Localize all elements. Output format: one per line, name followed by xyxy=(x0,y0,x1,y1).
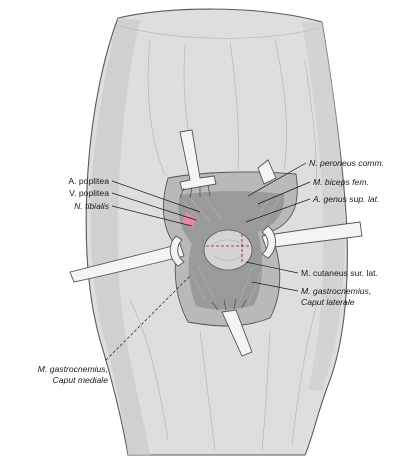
label-a-poplitea: A. poplitea xyxy=(68,176,109,186)
calf-contour-3 xyxy=(261,329,271,451)
leader-gastro-lateral xyxy=(251,281,299,292)
retractor-right-curve xyxy=(261,225,276,259)
retractor-top-prongs xyxy=(179,184,211,199)
retractor-bottom-prongs xyxy=(211,298,247,311)
knee-top-contour xyxy=(119,25,319,39)
calf-contour-1 xyxy=(129,299,169,441)
popliteal-incision xyxy=(163,171,298,327)
leader-n-tibialis xyxy=(111,205,193,227)
leader-m-cutaneus xyxy=(245,261,299,274)
label-m-cutaneus: M. cutaneus sur. lat. xyxy=(301,268,378,278)
label-v-poplitea: V. poplitea xyxy=(69,188,109,198)
muscle-contour-4 xyxy=(274,39,287,171)
limb-shading-right xyxy=(302,22,345,390)
label-gastro-medial-1: M. gastrocnemius, xyxy=(38,364,108,374)
retractor-upper-right xyxy=(257,159,277,185)
label-n-peroneus: N. peroneus comm. xyxy=(309,158,384,168)
label-gastro-lateral-2: Caput laterale xyxy=(301,297,355,307)
leader-a-poplitea xyxy=(111,180,201,213)
label-a-genus: A. genus sup. lat. xyxy=(312,194,379,204)
retractor-left-curve xyxy=(169,235,185,267)
label-gastro-lateral-1: M. gastrocnemius, xyxy=(301,286,371,296)
leader-n-peroneus xyxy=(247,162,307,197)
muscle-contour-1 xyxy=(147,39,166,176)
leader-a-genus xyxy=(245,198,311,223)
leader-m-biceps xyxy=(257,181,311,205)
calf-contour-2 xyxy=(199,329,216,451)
popliteal-fossa xyxy=(203,229,253,271)
muscle-contour-3 xyxy=(229,41,239,171)
label-n-tibialis: N. tibialis xyxy=(74,201,110,211)
muscle-contour-5 xyxy=(304,59,317,191)
label-gastro-medial-2: Caput mediale xyxy=(53,375,109,385)
vessel-highlight xyxy=(182,212,196,228)
retractor-right xyxy=(261,221,363,249)
leader-v-poplitea xyxy=(111,192,197,221)
limb-shading-left xyxy=(90,18,150,455)
retractor-bottom xyxy=(221,309,253,357)
nerve-dash-line xyxy=(206,234,250,262)
retractor-top xyxy=(179,129,217,191)
anatomy-labels: A. poplitea V. poplitea N. tibialis N. p… xyxy=(38,158,384,385)
label-m-biceps: M. biceps fem. xyxy=(313,177,369,187)
leader-lines xyxy=(105,162,311,361)
retractors xyxy=(69,129,363,357)
wound-fibers-bottom xyxy=(189,265,263,305)
calf-contour-4 xyxy=(291,299,319,446)
retractor-left xyxy=(69,243,185,283)
wound-fibers-top xyxy=(181,195,281,227)
